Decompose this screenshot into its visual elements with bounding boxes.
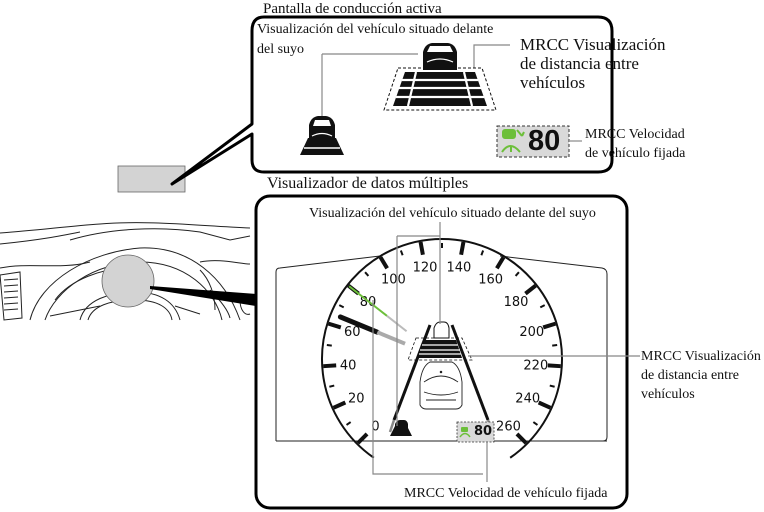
major-tick <box>515 432 528 445</box>
major-tick <box>356 432 369 445</box>
meter-distance-label-3: vehículos <box>641 387 695 402</box>
minor-tick <box>539 304 546 309</box>
meter-vehicle-ahead-label: Visualización del vehículo situado delan… <box>309 206 596 221</box>
tick-label-20: 20 <box>348 392 365 407</box>
hud-distance-label-1: MRCC Visualización <box>520 35 666 54</box>
minor-tick <box>326 344 332 347</box>
hud-location-marker <box>117 165 186 193</box>
meter-location-marker <box>101 254 155 308</box>
tick-label-200: 200 <box>519 325 544 340</box>
speedometer-arc <box>321 238 563 459</box>
minor-tick <box>364 271 370 277</box>
tick-label-40: 40 <box>340 359 357 374</box>
meter-set-speed-label: MRCC Velocidad de vehículo fijada <box>404 486 608 501</box>
meter-distance-label-1: MRCC Visualización <box>641 349 761 364</box>
set-speed-marker <box>348 285 388 317</box>
major-tick <box>547 363 561 369</box>
meter-set-speed-value: 80 <box>474 424 493 439</box>
speed-needle-fade <box>376 330 406 346</box>
multi-information-display-title: Visualizador de datos múltiples <box>267 175 469 192</box>
active-driving-display-title: Pantalla de conducción activa <box>263 1 442 17</box>
meter-own-vehicle-icon <box>419 361 463 410</box>
major-tick <box>495 256 506 270</box>
major-tick <box>418 241 425 256</box>
mrcc-radar-cruise-icon-small <box>459 427 471 438</box>
minor-tick <box>552 344 558 347</box>
hud-set-speed-label-1: MRCC Velocidad <box>585 127 685 142</box>
major-tick <box>323 363 337 369</box>
tick-label-0: 0 <box>371 419 379 434</box>
tick-label-100: 100 <box>381 273 406 288</box>
tick-label-140: 140 <box>447 261 472 276</box>
major-tick <box>537 400 552 410</box>
minor-tick <box>514 271 520 277</box>
major-tick <box>327 321 342 330</box>
tick-label-120: 120 <box>413 261 438 276</box>
major-tick <box>459 241 466 256</box>
minor-tick <box>549 384 555 388</box>
hud-set-speed-badge <box>496 125 570 158</box>
major-tick <box>524 284 537 296</box>
minor-tick <box>480 250 485 256</box>
minor-tick <box>329 384 335 388</box>
meter-distance-label-2: de distancia entre <box>641 368 739 383</box>
hud-set-speed-label-2: de vehículo fijada <box>585 146 686 161</box>
meter-set-speed-badge <box>456 421 495 443</box>
tick-label-240: 240 <box>515 392 540 407</box>
meter-small-vehicle-icon <box>390 420 412 436</box>
hud-distance-display <box>383 67 497 111</box>
hud-own-vehicle-icon <box>300 116 344 155</box>
hud-distance-label-3: vehículos <box>520 73 586 92</box>
hud-vehicle-ahead-icon <box>423 43 457 70</box>
major-tick <box>332 400 347 410</box>
tick-label-160: 160 <box>478 273 503 288</box>
tick-label-260: 260 <box>496 419 521 434</box>
hud-vehicle-ahead-label-2: del suyo <box>257 42 305 57</box>
tick-label-60: 60 <box>344 325 361 340</box>
meter-pointer <box>150 286 256 306</box>
minor-tick <box>338 304 345 309</box>
minor-tick <box>345 421 352 426</box>
speed-needle <box>337 314 380 335</box>
hud-vehicle-ahead-label-1: Visualización del vehículo situado delan… <box>257 22 494 37</box>
tick-label-220: 220 <box>523 359 548 374</box>
minor-tick <box>532 421 539 426</box>
minor-tick <box>399 250 404 256</box>
meter-distance-display <box>388 321 494 433</box>
hud-set-speed-value: 80 <box>528 125 561 157</box>
major-tick <box>542 321 557 330</box>
major-tick <box>378 256 389 270</box>
hud-distance-label-2: de distancia entre <box>520 54 639 73</box>
tick-label-180: 180 <box>504 295 529 310</box>
mrcc-radar-cruise-icon <box>501 129 525 153</box>
